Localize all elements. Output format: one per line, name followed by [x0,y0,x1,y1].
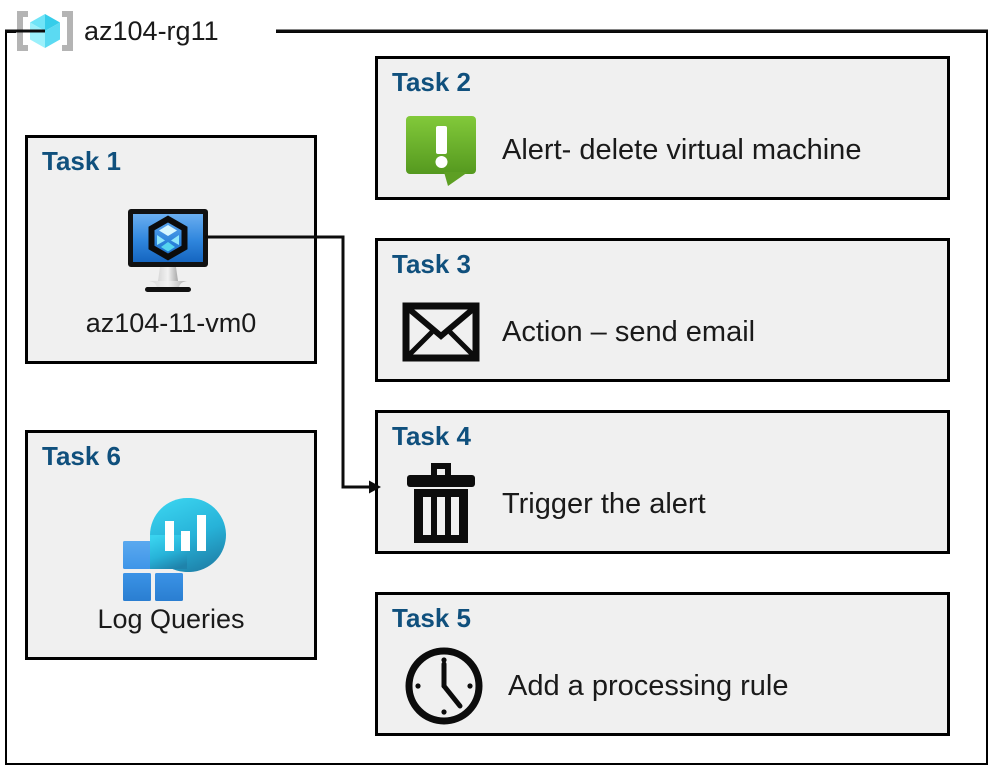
task-4-title: Task 4 [392,421,472,451]
task-5-label: Add a processing rule [508,669,789,702]
task-6-icon-wrap [28,489,314,601]
task-5-title: Task 5 [392,603,472,633]
envelope-icon [402,299,480,365]
resource-group-label: az104-rg11 [84,15,219,46]
clock-icon [402,644,486,728]
task-card-3[interactable]: Task 3 Action – send email [375,238,950,382]
task-4-label: Trigger the alert [502,487,706,520]
task-card-1[interactable]: Task 1 [25,135,317,364]
alert-bubble-icon [402,112,480,188]
resource-group-border-notch [16,24,276,40]
resource-group-header: az104-rg11 [14,6,219,56]
task-card-5[interactable]: Task 5 Add a processing rule [375,592,950,736]
task-1-title: Task 1 [42,146,122,176]
task-4-row: Trigger the alert [402,459,937,549]
task-5-row: Add a processing rule [402,641,937,731]
task-card-4[interactable]: Task 4 Trigger the alert [375,410,950,554]
trash-can-icon [402,459,480,549]
log-analytics-icon [115,489,227,601]
task-2-title: Task 2 [392,67,472,97]
task-2-label: Alert- delete virtual machine [502,133,862,166]
resource-group-cube-icon [14,8,76,54]
task-card-6[interactable]: Task 6 [25,430,317,660]
task-3-title: Task 3 [392,249,472,279]
virtual-machine-icon [123,205,219,295]
task-6-title: Task 6 [42,441,122,471]
task-1-caption: az104-11-vm0 [85,308,257,338]
task-3-label: Action – send email [502,315,756,348]
task-6-caption: Log Queries [97,604,245,634]
task-2-row: Alert- delete virtual machine [402,105,937,195]
task-1-icon-wrap [28,196,314,304]
task-3-row: Action – send email [402,287,937,377]
task-card-2[interactable]: Task 2 Alert- delete virtual machin [375,56,950,200]
